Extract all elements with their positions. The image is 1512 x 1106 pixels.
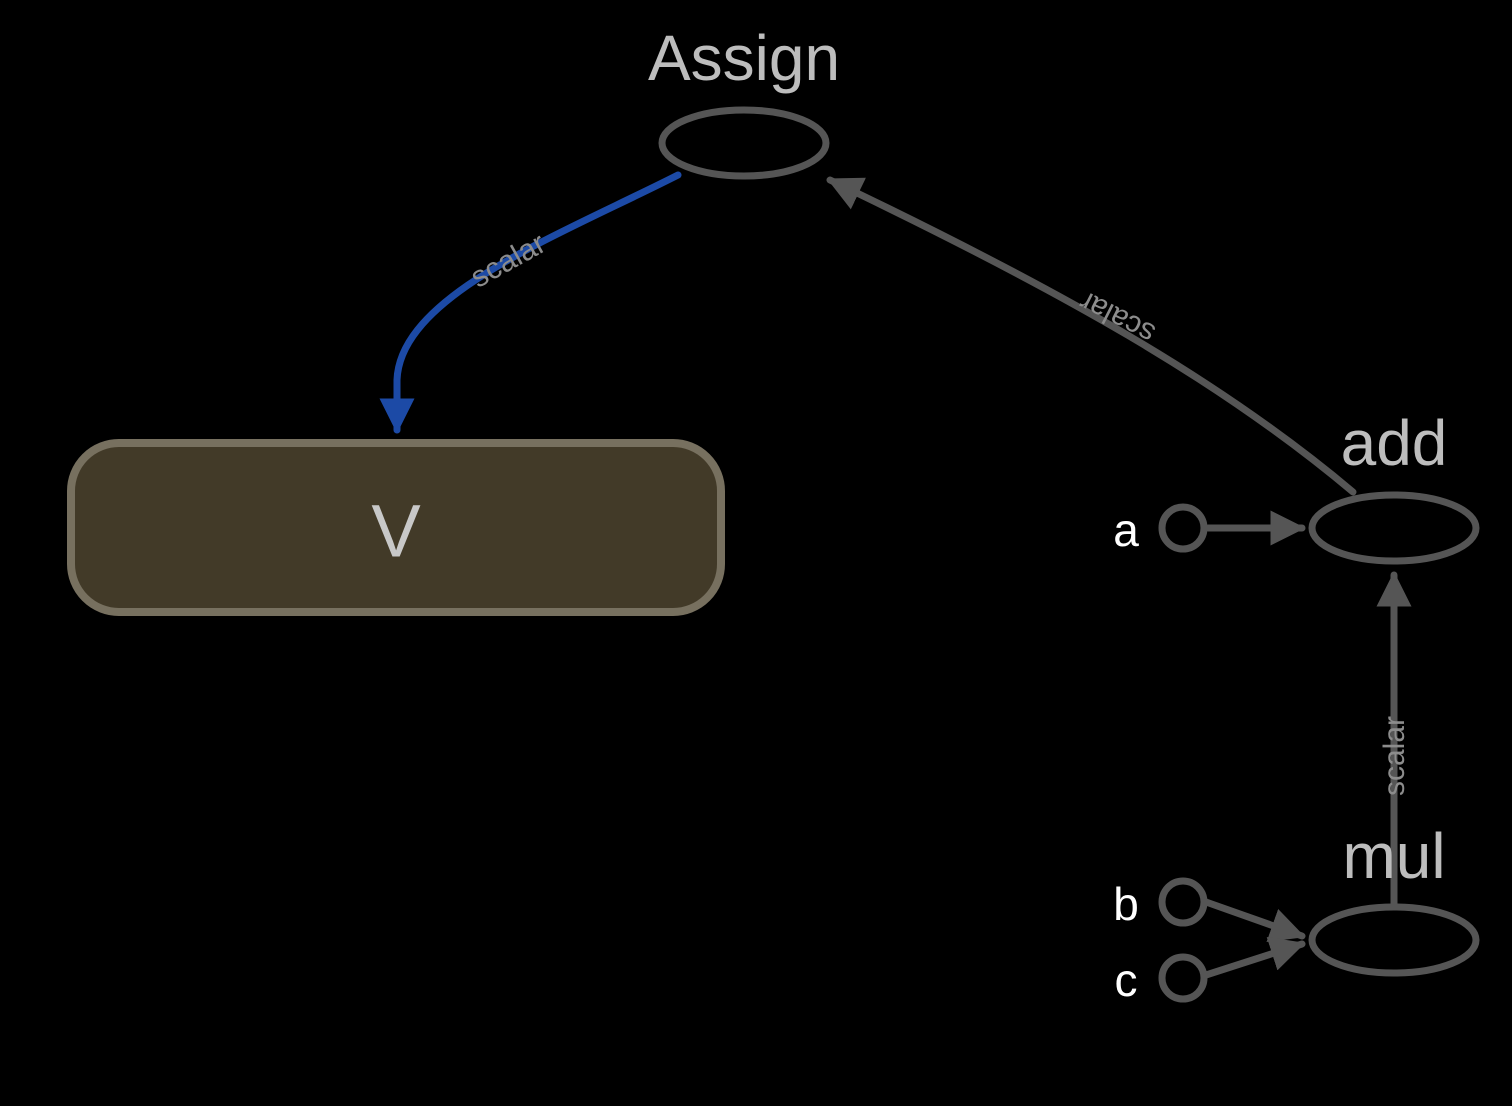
node-add-shape[interactable] [1308,491,1480,565]
input-a[interactable]: a [1113,503,1208,556]
node-variable[interactable]: V [67,439,725,616]
node-mul[interactable]: mul [1308,820,1480,977]
edge-assign-to-variable-line[interactable] [379,171,682,434]
node-assign[interactable]: Assign [648,22,840,180]
input-b-label: b [1113,878,1139,930]
edge-add-to-assign[interactable]: scalar [826,176,1357,496]
input-b-port[interactable] [1158,877,1208,927]
node-mul-title: mul [1342,820,1445,892]
node-mul-shape[interactable] [1308,903,1480,977]
input-a-port[interactable] [1158,503,1208,553]
node-variable-shape[interactable] [67,439,725,616]
edge-mul-to-add[interactable]: scalar [1376,571,1412,910]
node-add-title: add [1341,407,1448,479]
input-c-label: c [1115,954,1138,1006]
input-b[interactable]: b [1113,877,1208,930]
input-a-label: a [1113,504,1139,556]
edge-input-b-to-mul[interactable] [1202,898,1306,942]
node-assign-shape[interactable] [658,106,830,180]
edge-mul-to-add-label: scalar [1378,716,1411,796]
node-variable-label: V [371,490,421,573]
edge-assign-to-variable[interactable]: scalar [379,171,682,434]
edge-add-to-assign-line[interactable] [826,176,1357,496]
edge-assign-to-variable-label: scalar [465,227,551,295]
node-add[interactable]: add [1308,407,1480,565]
node-assign-title: Assign [648,22,840,94]
edge-add-to-assign-label: scalar [1074,285,1160,351]
input-c-port[interactable] [1158,953,1208,1003]
input-c[interactable]: c [1115,953,1208,1006]
edge-input-c-to-mul[interactable] [1202,937,1306,979]
